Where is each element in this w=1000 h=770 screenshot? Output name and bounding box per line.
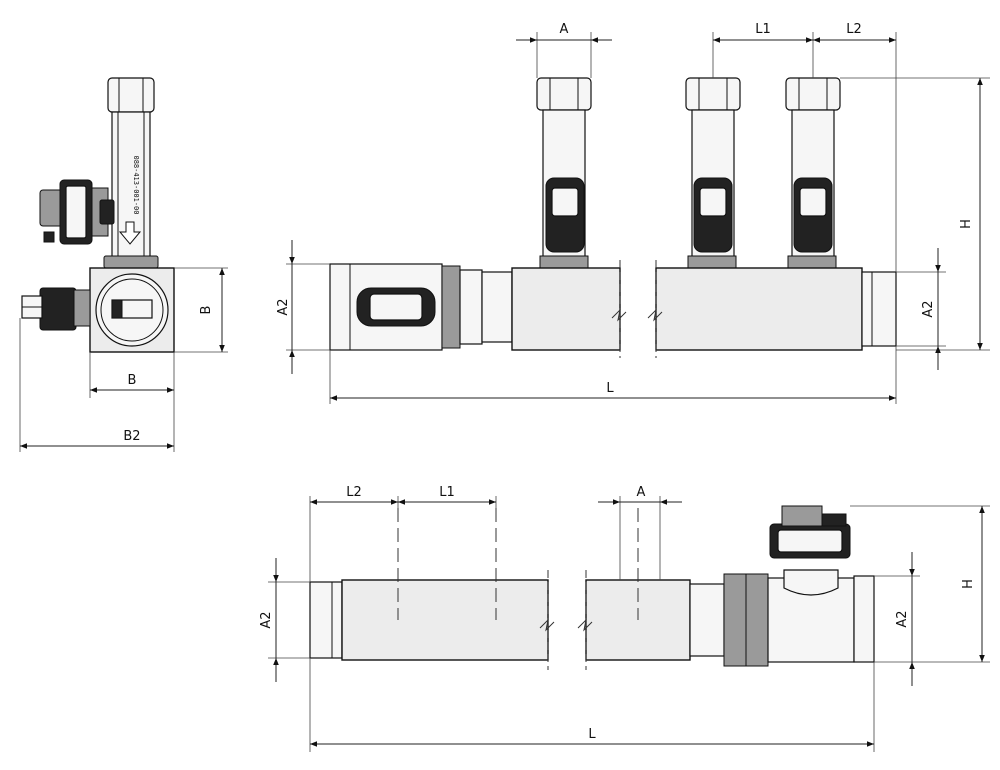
dim-front-a2-left: A2 — [276, 298, 291, 315]
dim-front-l: L — [606, 381, 614, 396]
dim-front-l1: L1 — [755, 22, 771, 37]
side-actuator — [39, 179, 115, 245]
dim-front-h: H — [959, 219, 974, 229]
side-view: 088-413-001-00 B B — [19, 77, 228, 452]
bottom-view: L2 L1 A A2 A2 H L — [259, 485, 990, 752]
dim-side-b-vertical: B — [199, 306, 214, 315]
dim-front-a: A — [560, 22, 569, 37]
dim-side-b2: B2 — [123, 429, 140, 444]
outlet-2 — [685, 77, 741, 269]
dim-bottom-l2: L2 — [346, 485, 362, 500]
outlet-1 — [536, 77, 592, 269]
dim-bottom-a2-right: A2 — [895, 610, 910, 627]
part-marking: 088-413-001-00 — [132, 155, 140, 214]
dim-bottom-h: H — [961, 579, 976, 589]
dim-bottom-a: A — [637, 485, 646, 500]
flow-arrow-icon — [118, 221, 142, 245]
dim-bottom-a2-left: A2 — [259, 611, 274, 628]
dim-bottom-l: L — [588, 727, 596, 742]
outlet-3 — [785, 77, 841, 269]
dim-front-a2-right: A2 — [921, 300, 936, 317]
front-view: A L1 L2 H A2 A2 L — [276, 22, 990, 404]
dim-bottom-l1: L1 — [439, 485, 455, 500]
dim-front-l2: L2 — [846, 22, 862, 37]
dim-side-b-horizontal: B — [128, 373, 137, 388]
